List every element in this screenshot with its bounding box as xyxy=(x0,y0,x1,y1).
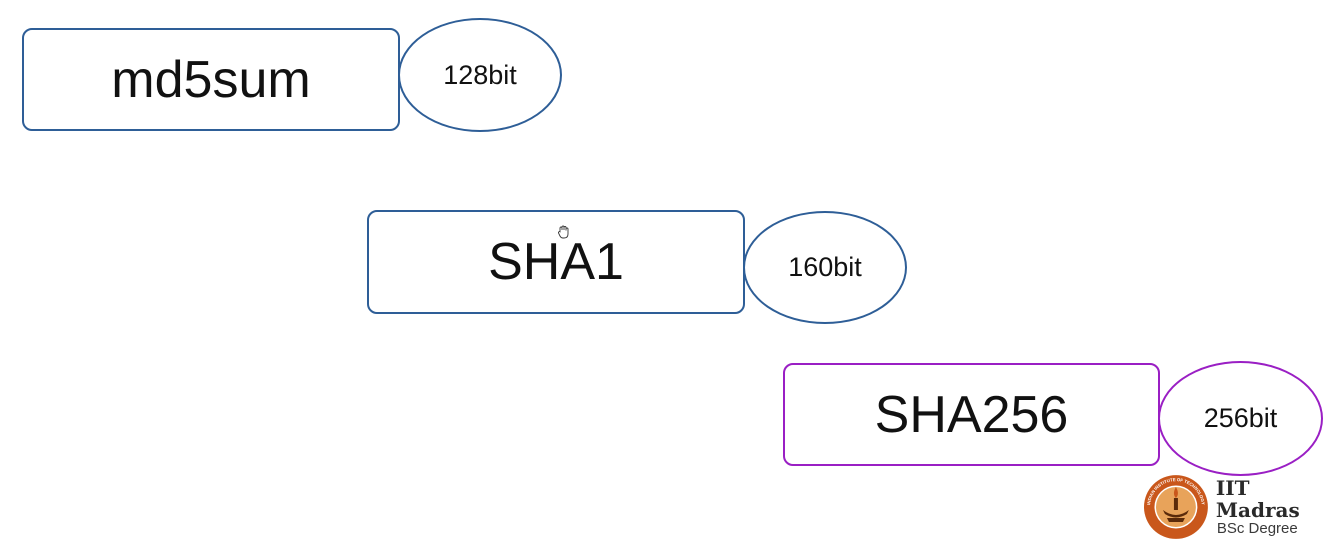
md5sum-label: md5sum xyxy=(111,50,311,109)
sha1-size-label: 160bit xyxy=(788,252,862,282)
logo-title: IIT Madras xyxy=(1215,475,1300,522)
sha1-size-ellipse: 160bit xyxy=(743,211,907,324)
iit-madras-seal-icon: INDIAN INSTITUTE OF TECHNOLOGY MADRAS xyxy=(1143,474,1208,539)
md5sum-box: md5sum xyxy=(22,28,400,131)
logo-subtitle: BSc Degree xyxy=(1216,519,1298,537)
sha256-size-ellipse: 256bit xyxy=(1158,361,1323,476)
md5sum-size-label: 128bit xyxy=(443,59,517,90)
md5sum-size-ellipse: 128bit xyxy=(398,18,562,132)
iit-madras-logo: INDIAN INSTITUTE OF TECHNOLOGY MADRAS II… xyxy=(1143,474,1340,540)
sha1-label: SHA1 xyxy=(488,233,624,291)
sha256-box: SHA256 xyxy=(783,363,1160,466)
sha256-label: SHA256 xyxy=(874,385,1069,444)
sha256-size-label: 256bit xyxy=(1203,403,1278,433)
grab-hand-icon xyxy=(558,225,569,239)
sha1-box: SHA1 xyxy=(367,210,745,314)
